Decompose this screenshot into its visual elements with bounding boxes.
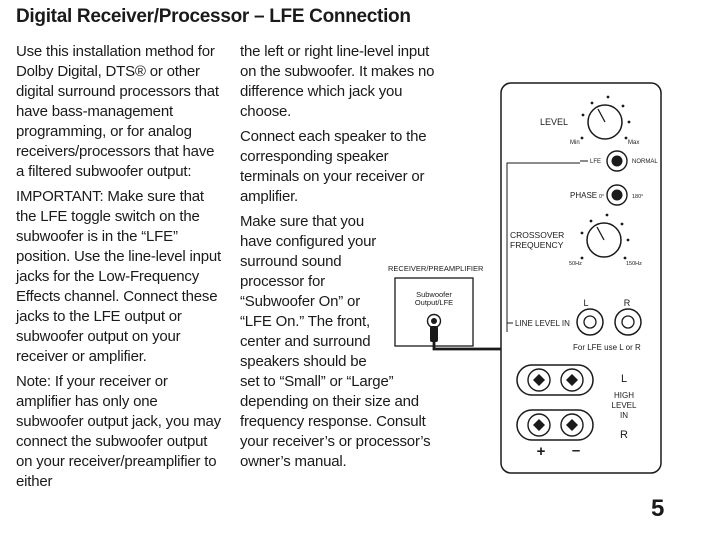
level-knob bbox=[580, 95, 631, 140]
text-column-left: Use this installation method for Dolby D… bbox=[16, 42, 226, 497]
configure-text-b: set to “Small” or “Large” depending on t… bbox=[240, 373, 431, 470]
plus-label: + bbox=[537, 443, 546, 460]
high-level-r-label: R bbox=[620, 429, 628, 441]
line-level-bracket bbox=[506, 162, 580, 332]
page-number: 5 bbox=[651, 495, 665, 522]
crossover-label-line1: CROSSOVER bbox=[510, 230, 564, 240]
normal-label: NORMAL bbox=[632, 159, 658, 165]
high-level-label-line1: HIGH bbox=[614, 391, 634, 400]
level-label: LEVEL bbox=[540, 117, 568, 127]
jack-r-label: R bbox=[624, 298, 631, 308]
intro-paragraph: Use this installation method for Dolby D… bbox=[16, 43, 219, 180]
receiver-label: RECEIVER/PREAMPLIFIER bbox=[388, 264, 484, 273]
level-max-label: Max bbox=[628, 140, 639, 146]
important-paragraph: IMPORTANT: Make sure that the LFE toggle… bbox=[16, 188, 221, 365]
high-level-label-line2: LEVEL bbox=[612, 401, 637, 410]
note-paragraph: Note: If your receiver or amplifier has … bbox=[16, 373, 221, 490]
text-column-right: the left or right line-level input on th… bbox=[240, 42, 445, 472]
speaker-paragraph: Connect each speaker to the correspondin… bbox=[240, 128, 427, 205]
receiver-output-line2: Output/LFE bbox=[415, 298, 453, 307]
phase-switch[interactable] bbox=[606, 184, 628, 206]
page-title: Digital Receiver/Processor – LFE Connect… bbox=[16, 6, 411, 27]
receiver-output-line1: Subwoofer bbox=[416, 290, 452, 299]
crossover-knob bbox=[580, 213, 630, 260]
minus-label: – bbox=[572, 442, 580, 459]
crossover-label-line2: FREQUENCY bbox=[510, 240, 564, 250]
phase-180-label: 180° bbox=[632, 194, 643, 200]
high-level-label-line3: IN bbox=[620, 411, 628, 420]
receiver-output-jack bbox=[426, 313, 442, 329]
phase-label: PHASE bbox=[570, 191, 597, 200]
high-level-l-label: L bbox=[621, 373, 627, 385]
line-level-left-jack[interactable] bbox=[576, 308, 604, 336]
lfe-toggle-switch[interactable] bbox=[606, 150, 628, 172]
for-lfe-label: For LFE use L or R bbox=[573, 343, 641, 352]
continued-paragraph: the left or right line-level input on th… bbox=[240, 43, 435, 120]
freq-high-label: 150Hz bbox=[626, 261, 642, 267]
lfe-label: LFE bbox=[590, 159, 601, 165]
level-min-label: Min bbox=[570, 140, 580, 146]
line-level-in-label: LINE LEVEL IN bbox=[515, 319, 570, 328]
configure-paragraph: Make sure that you have configured your … bbox=[240, 212, 445, 472]
freq-low-label: 50Hz bbox=[569, 261, 582, 267]
high-level-left-terminals[interactable] bbox=[516, 364, 594, 396]
line-level-right-jack[interactable] bbox=[614, 308, 642, 336]
configure-text-a: Make sure that you have configured your … bbox=[240, 213, 377, 370]
jack-l-label: L bbox=[583, 298, 588, 308]
phase-0-label: 0° bbox=[599, 194, 604, 200]
high-level-right-terminals[interactable] bbox=[516, 409, 594, 441]
